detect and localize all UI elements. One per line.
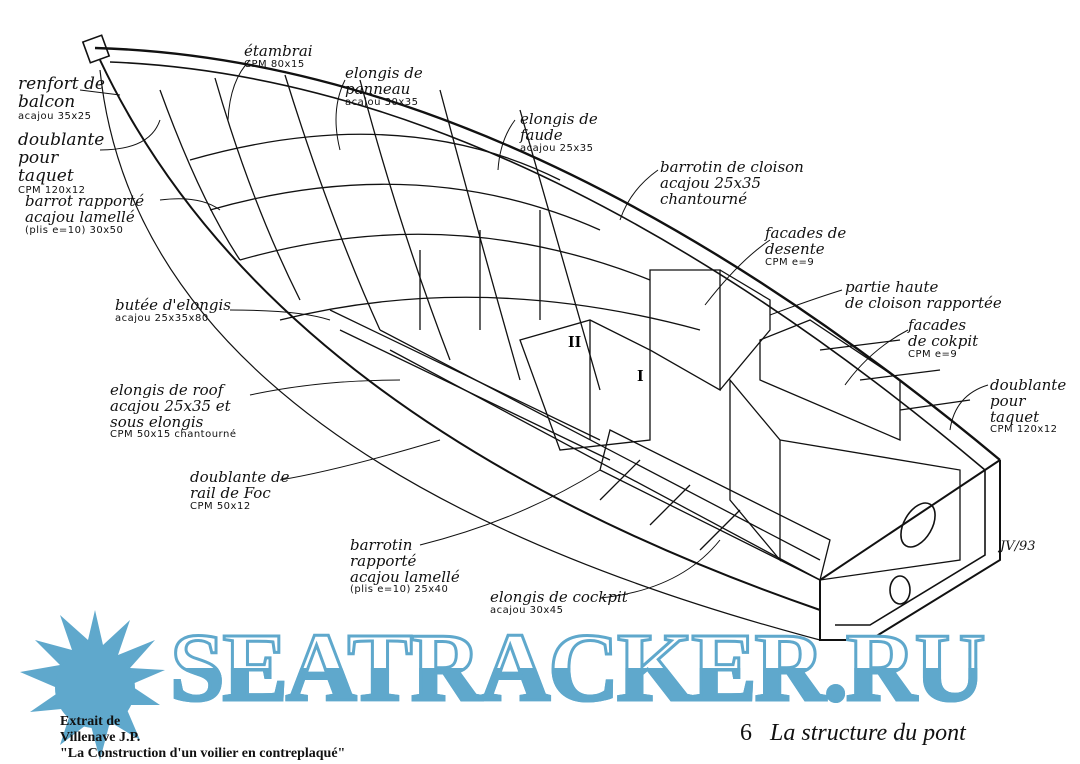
label-elongis-roof: elongis de roof acajou 25x35 et sous elo… [110, 381, 237, 441]
label-barrot-rapporte: barrot rapporté acajou lamellé(plis e=10… [25, 192, 145, 236]
transom [819, 459, 1001, 641]
page-caption: 6 La structure du pont [740, 718, 966, 748]
bow-block [81, 34, 111, 64]
credit-line-1: Extrait de [60, 714, 121, 729]
label-barrotin-rapporte: barrotin rapporté acajou lamellé(plis e=… [350, 536, 460, 596]
watermark: SEATRACKER.RU [168, 614, 986, 722]
marker-II: II [568, 332, 582, 351]
chine-line [99, 59, 821, 611]
sheer-inner [109, 61, 986, 471]
caption-title: La structure du pont [770, 720, 966, 746]
leader-lines [79, 59, 989, 599]
hull-bottom [99, 69, 821, 641]
sun-logo-icon [20, 610, 165, 760]
credit: Extrait de Villenave J.P. "La Constructi… [60, 714, 345, 762]
marker-I: I [637, 366, 644, 385]
signature: JV/93 [1000, 539, 1036, 554]
credit-line-3: "La Construction d'un voilier en contrep… [60, 746, 346, 761]
credit-line-2: Villenave J.P. [60, 730, 141, 745]
page-number: 6 [740, 720, 752, 746]
